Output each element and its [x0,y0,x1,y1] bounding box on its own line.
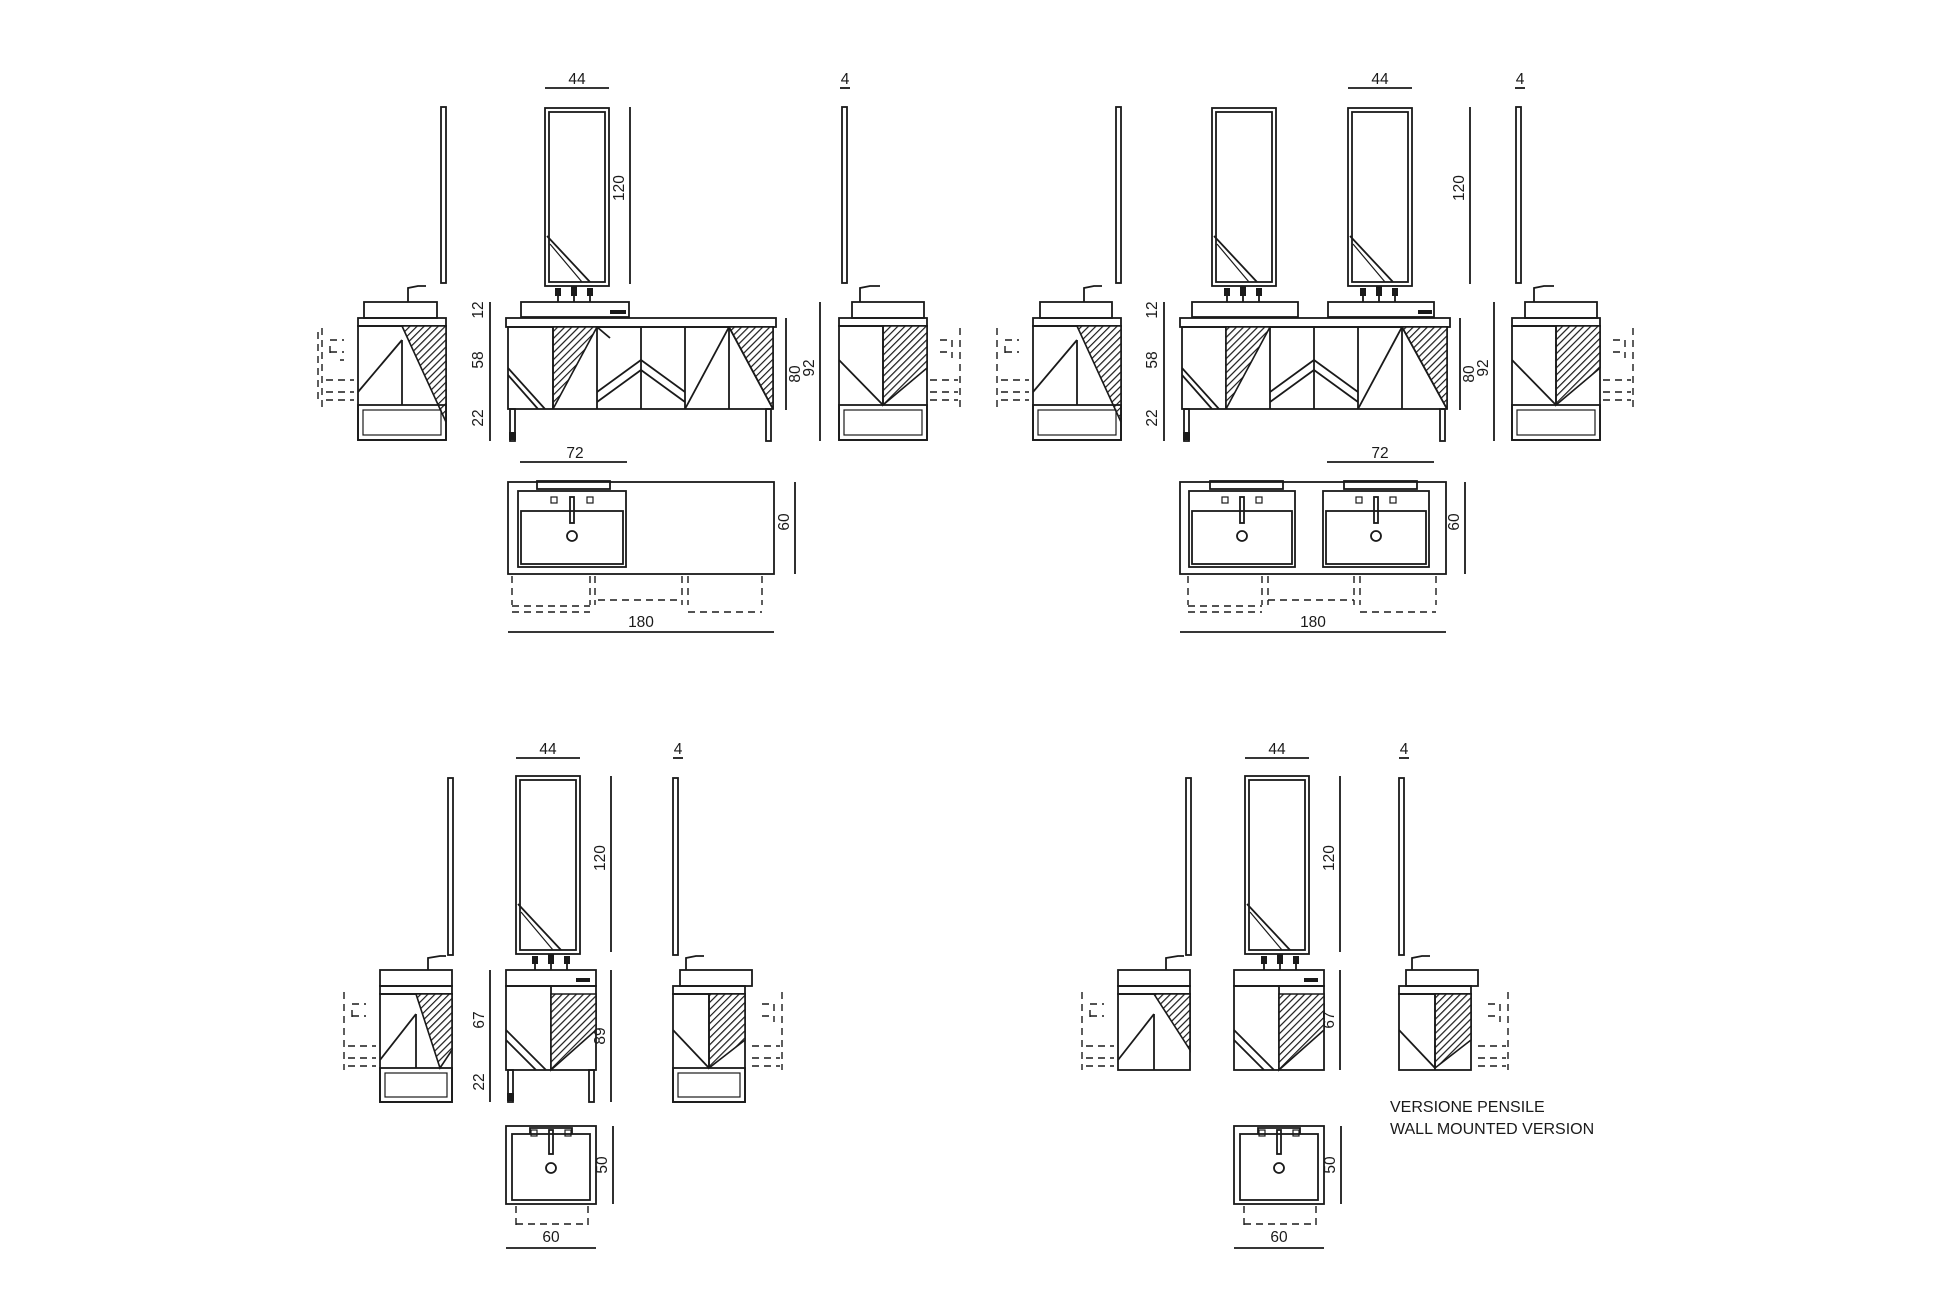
dim-height-58: 58 [470,351,487,368]
dim-height-92: 92 [801,359,818,376]
plan-view-180: 72 60 180 [507,445,796,633]
side-view-left [317,106,447,441]
dim-height-22-c: 22 [471,1073,488,1090]
dim-width-44-d: 44 [1268,741,1286,758]
dim-height-12-b: 12 [1144,301,1161,318]
dim-thickness-4-c: 4 [674,741,683,758]
dim-height-22: 22 [470,409,487,426]
dim-depth-60: 60 [776,513,793,531]
plan-view-60-wall: 50 60 [1233,1125,1342,1249]
side-view-right-3: 4 [672,741,783,1103]
dim-thickness-4-b: 4 [1516,71,1525,88]
dim-depth-60-b: 60 [1446,513,1463,531]
dim-depth-50-b: 50 [1322,1156,1339,1174]
composition-180-double: 44 120 [996,71,1634,633]
dim-height-92-b: 92 [1475,359,1492,376]
note-wall-mounted-version: WALL MOUNTED VERSION [1390,1121,1594,1138]
dim-width-60-b: 60 [1270,1229,1288,1246]
composition-60-floor: 44 120 67 22 89 [343,741,783,1249]
side-view-left-2 [996,106,1122,441]
dim-width-44: 44 [568,71,586,88]
front-view-60-wall: 44 120 67 [1233,741,1341,1072]
front-view-180-double: 44 120 [1144,71,1495,442]
side-view-left-4 [1081,777,1192,1071]
dim-width-72-b: 72 [1371,445,1388,462]
composition-180-single: 44 120 [317,71,961,633]
side-view-right: 4 [838,71,961,441]
plan-view-60: 50 60 [505,1125,614,1249]
dim-width-44-b: 44 [1371,71,1389,88]
dim-height-120-b: 120 [1451,175,1468,201]
dim-height-120-d: 120 [1321,845,1338,871]
dim-width-180: 180 [628,614,654,631]
dim-width-44-c: 44 [539,741,557,758]
note-versione-pensile: VERSIONE PENSILE [1390,1099,1545,1116]
dim-height-22-b: 22 [1144,409,1161,426]
composition-60-wall: 44 120 67 4 [1081,741,1594,1249]
side-view-right-2: 4 [1511,71,1634,441]
dim-height-67-b: 67 [1321,1011,1338,1028]
dim-height-12: 12 [470,301,487,318]
front-view-180: 44 120 [470,71,821,442]
dim-height-80: 80 [787,365,804,383]
plan-view-180-double: 72 60 180 [1179,445,1466,633]
dim-height-120-c: 120 [592,845,609,871]
dim-depth-50: 50 [594,1156,611,1174]
front-view-60: 44 120 67 22 89 [471,741,612,1103]
side-view-left-3 [343,777,454,1103]
side-view-right-4: 4 [1398,741,1509,1071]
dim-height-120: 120 [611,175,628,201]
dim-height-67: 67 [471,1011,488,1028]
dim-height-89: 89 [592,1027,609,1044]
dim-width-72: 72 [566,445,583,462]
dim-height-80-b: 80 [1461,365,1478,383]
dim-thickness-4: 4 [841,71,850,88]
dim-height-58-b: 58 [1144,351,1161,368]
dim-width-180-b: 180 [1300,614,1326,631]
dim-thickness-4-d: 4 [1400,741,1409,758]
dim-width-60: 60 [542,1229,560,1246]
